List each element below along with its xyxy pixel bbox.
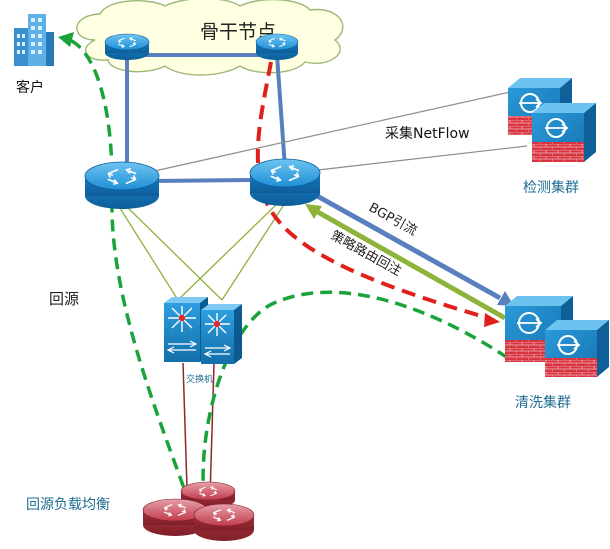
- detect-cluster-label: 检测集群: [523, 179, 579, 196]
- router-icon: [142, 498, 208, 536]
- switch-icon: [201, 304, 242, 364]
- firewall-icon: [532, 103, 596, 162]
- netflow-links: [149, 91, 528, 173]
- policy-route-arrow: [305, 204, 507, 321]
- customer-label: 客户: [16, 79, 44, 96]
- bgp-label: BGP引流: [366, 200, 419, 239]
- backbone-label: 骨干节点: [200, 21, 276, 43]
- back-to-source-label: 回源: [49, 290, 79, 308]
- lb-links: [182, 362, 215, 499]
- bgp-arrow: [308, 189, 514, 306]
- router-icon: [84, 161, 160, 209]
- return-path-green: [58, 32, 509, 511]
- access-links: [117, 202, 286, 301]
- router-icon: [193, 503, 255, 541]
- firewall-icon: [545, 320, 609, 377]
- backbone-links: [125, 53, 287, 183]
- router-icon: [249, 158, 321, 206]
- router-icon: [104, 33, 150, 60]
- clean-cluster-label: 清洗集群: [515, 394, 571, 411]
- building-icon: [14, 14, 54, 66]
- switch-label: 交换机: [186, 373, 213, 385]
- router-icon: [255, 33, 299, 60]
- lb-label: 回源负载均衡: [26, 497, 110, 513]
- netflow-label: 采集NetFlow: [385, 125, 470, 142]
